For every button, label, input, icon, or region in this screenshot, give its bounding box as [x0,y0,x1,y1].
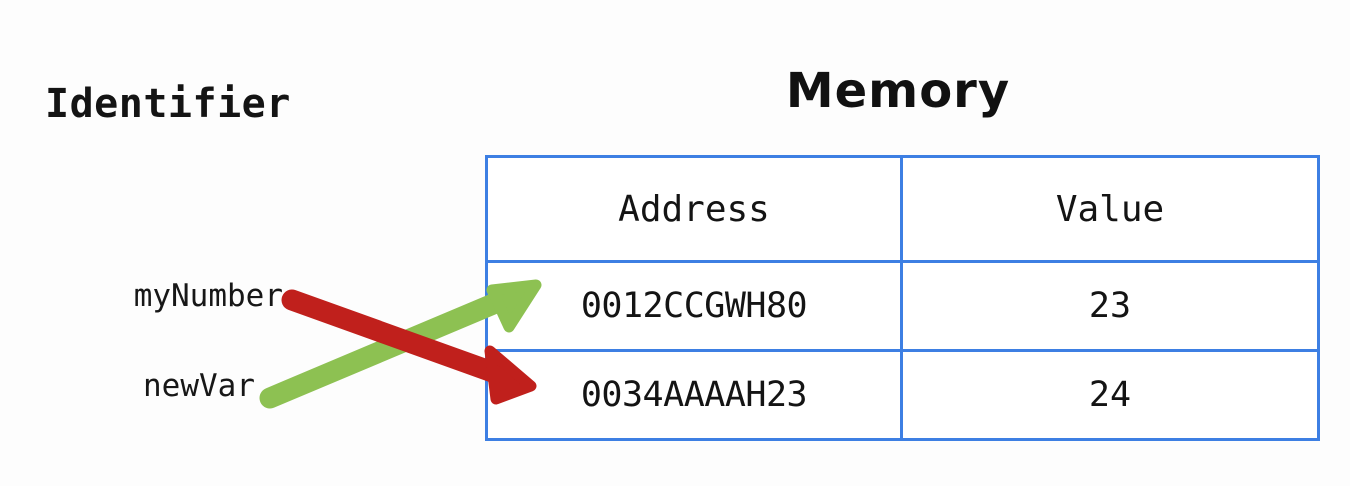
cell-address-row-1: 0034AAAAH23 [485,349,903,441]
table-row: 0034AAAAH23 24 [485,349,1320,441]
memory-column-title: Memory [785,63,1011,119]
memory-table: Address Value 0012CCGWH80 23 0034AAAAH23… [485,155,1320,441]
identifier-label-mynumber: myNumber [133,278,283,314]
cell-value-row-1: 24 [900,349,1320,441]
column-header-address: Address [485,155,903,263]
cell-address-row-0: 0012CCGWH80 [485,260,903,352]
cell-value-row-0: 23 [900,260,1320,352]
identifier-column-title: Identifier [45,81,291,127]
identifier-label-newvar: newVar [143,368,255,404]
identifier-label-column: myNumber newVar [0,0,283,486]
table-header-row: Address Value [485,155,1320,263]
column-header-value: Value [900,155,1320,263]
table-row: 0012CCGWH80 23 [485,260,1320,352]
